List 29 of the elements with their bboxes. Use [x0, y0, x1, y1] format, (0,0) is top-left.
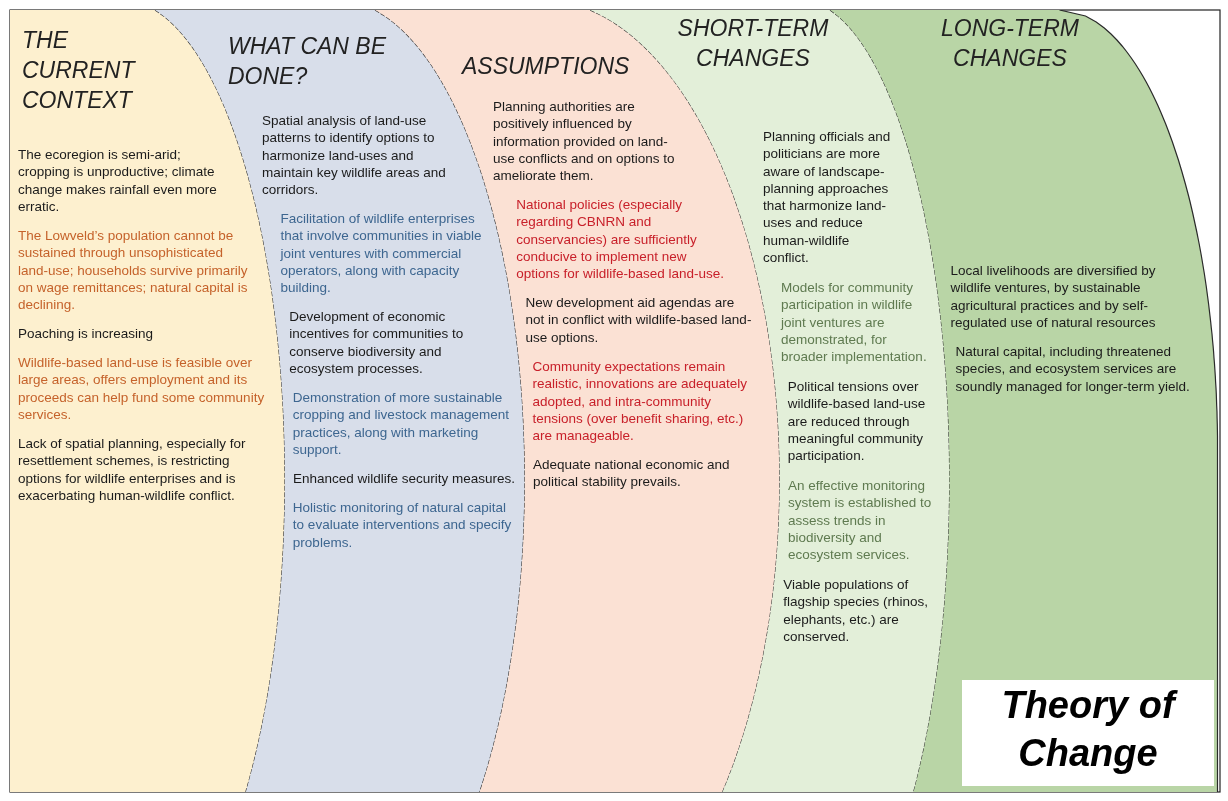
band-text: Local livelihoods are diversified by wildlife ventures, by sustainable agricultural practices and by self-regulated use of natural resources	[950, 262, 1157, 332]
band-text: Models for community participation in wildlife joint ventures are demonstrated, for broader implementation.	[781, 279, 928, 366]
band-text: New development aid agendas are not in conflict with wildlife-based land-use options.	[525, 294, 753, 346]
band-heading: SHORT-TERM CHANGES	[676, 14, 830, 73]
band-text: Adequate national economic and political stability prevails.	[533, 456, 731, 491]
band-text: The ecoregion is semi-arid; cropping is unproductive; climate change makes rainfall even more erratic.	[18, 146, 218, 216]
title: Theory of Change	[962, 680, 1214, 786]
band-text: The Lowveld’s population cannot be sustained through unsophisticated land-use; households survive primarily on wage remittances; natural capital is declining.	[18, 227, 249, 314]
band-text: An effective monitoring system is established to assess trends in biodiversity and ecosystem services.	[787, 477, 933, 564]
band-text: Demonstration of more sustainable cropping and livestock management practices, along with marketing support.	[292, 389, 510, 459]
band-text: Planning authorities are positively influenced by information provided on land-use conflicts and on options to ameliorate them.	[493, 98, 676, 185]
band-heading: WHAT CAN BE DONE?	[228, 32, 388, 91]
band-text: Community expectations remain realistic, innovations are adequately adopted, and intra-community tensions (over benefit sharing, etc.) are manageable.	[532, 358, 749, 445]
band-text: Holistic monitoring of natural capital to evaluate interventions and specify problems.	[292, 499, 513, 551]
band-text: Wildlife-based land-use is feasible over large areas, offers employment and its proceeds can help fund some community services.	[18, 354, 266, 424]
band-heading: LONG-TERM CHANGES	[940, 14, 1080, 73]
band-text: Political tensions over wildlife-based land-use are reduced through meaningful community participation.	[787, 378, 927, 465]
band-text: Planning officials and politicians are more aware of landscape-planning approaches that harmonize land-uses and reduce human-wildlife conflict.	[763, 128, 892, 267]
band-text: Viable populations of flagship species (rhinos, elephants, etc.) are conserved.	[783, 576, 929, 646]
band-text: Enhanced wildlife security measures.	[293, 470, 517, 488]
band-text: Natural capital, including threatened species, and ecosystem services are soundly managed for longer-term yield.	[955, 343, 1191, 395]
band-text: Development of economic incentives for communities to conserve biodiversity and ecosystem processes.	[289, 308, 465, 378]
band-heading: ASSUMPTIONS	[462, 52, 631, 81]
band-text: Facilitation of wildlife enterprises that involve communities in viable joint ventures with commercial operators, along with capacity building.	[280, 210, 483, 297]
band-heading: THE CURRENT CONTEXT	[22, 26, 137, 115]
band-text: Poaching is increasing	[18, 325, 155, 343]
band-text: Lack of spatial planning, especially for resettlement schemes, is restricting options for wildlife enterprises and is exacerbating human-wildlife conflict.	[18, 435, 247, 505]
band-text: National policies (especially regarding CBNRN and conservancies) are sufficiently conducive to implement new options for wildlife-based land-use.	[516, 196, 726, 283]
band-text: Spatial analysis of land-use patterns to identify options to harmonize land-uses and maintain key wildlife areas and corridors.	[261, 112, 447, 199]
